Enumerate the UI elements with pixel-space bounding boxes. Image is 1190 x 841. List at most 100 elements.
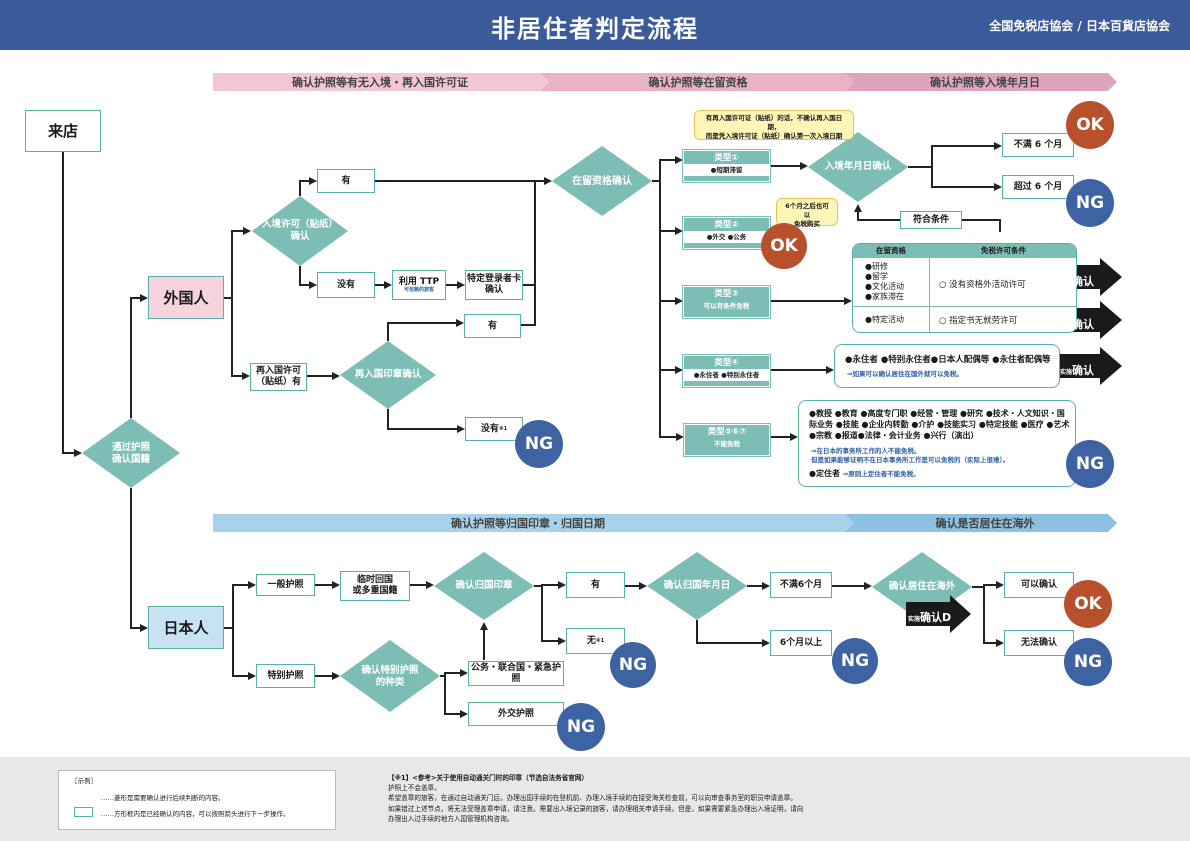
type3-sub: 可以有条件免税 xyxy=(684,299,769,310)
confirm-d-label: 确认D xyxy=(920,611,952,624)
type567-note1: ⇒在日本的事务所工作的人不能免税。 xyxy=(811,447,921,455)
status-item: ●家族滞在 xyxy=(865,292,904,301)
stage-banner-4 xyxy=(213,514,854,532)
check-nationality-label: 通过护照 确认国籍 xyxy=(111,441,150,465)
can-confirm-box: 可以确认 xyxy=(1004,572,1074,598)
status-item: ●文化活动 xyxy=(865,282,904,291)
stamp-none-box: 无※1 xyxy=(566,628,625,654)
ng-diplomatic: NG xyxy=(557,703,605,751)
stamp-none-label: 无 xyxy=(586,635,596,646)
confirm-impl-label: 实施 xyxy=(908,616,921,623)
stage-banner-5 xyxy=(845,514,1117,532)
footnote-line: 希望盖章的旅客，在通过自动通关门后，办理出国手续的在登机前、办理入境手续的在接受… xyxy=(388,794,797,803)
type2-sub: ●外交 ●公务 xyxy=(684,230,769,243)
type3-table: 在留资格 免税许可条件 ●研修 ●留学 ●文化活动 ●家族滞在 ○ 没有资格外活… xyxy=(852,243,1077,333)
confirm-b-label: 确认B xyxy=(1060,318,1095,350)
ttp-label: 利用 TTP xyxy=(398,276,440,287)
diamond-return-date xyxy=(647,552,747,620)
special-type-label: 确认特别护照 的种类 xyxy=(361,664,419,688)
type1-box: 类型①●短期滞留 xyxy=(682,149,771,183)
reentry-no-mark: ※1 xyxy=(498,426,508,432)
ng-over6: NG xyxy=(1066,179,1114,227)
permit-yes-box: 有 xyxy=(317,169,375,193)
type567-text: ●教授 ●教育 ●高度专门职 ●经营・管理 ●研究 ●技术・人文知识・国际业务 … xyxy=(809,409,1070,440)
status-item: ●研修 xyxy=(865,262,888,271)
type4-text: ●永住者 ●特别永住者●日本人配偶等 ●永住者配偶等 xyxy=(845,355,1051,365)
ttp-sub: 可信赖的旅客 xyxy=(403,287,434,294)
reentry-no-box: 没有※1 xyxy=(465,417,523,441)
ng-type567: NG xyxy=(1066,440,1114,488)
cannot-confirm-box: 无法确认 xyxy=(1004,630,1074,656)
legend-diamond-text: ……菱形是需要确认进行后续判断的内容。 xyxy=(101,794,225,802)
return-under6-box: 不满6个月 xyxy=(770,572,832,598)
type4-note: ⇒如果可以确认居住在国外就可以免税。 xyxy=(847,370,963,378)
type4-sub: ●永住者 ●特别永住者 xyxy=(684,368,769,381)
page-title: 非居住者判定流程 xyxy=(491,15,699,43)
confirm-impl-label: 实施 xyxy=(1060,323,1073,330)
general-passport-box: 一般护照 xyxy=(256,574,315,596)
entry-date-label: 入境年月日确认 xyxy=(824,160,892,172)
settled-label: ●定住者 xyxy=(809,469,840,478)
ok-residence: OK xyxy=(1064,580,1112,628)
footnote-line: 如果错过上述节点，将无法受理盖章申请，请注意。需要出入境记录的旅客，请办理相关申… xyxy=(388,804,804,813)
type567-card: ●教授 ●教育 ●高度专门职 ●经营・管理 ●研究 ●技术・人文知识・国际业务 … xyxy=(798,400,1076,487)
ng-residence: NG xyxy=(1064,638,1112,686)
type567-note3: ⇒原则上定住者不能免税。 xyxy=(842,470,920,478)
start-box: 来店 xyxy=(25,110,101,152)
over6-box: 超过 6 个月 xyxy=(1002,175,1074,199)
residence-label: 确认居住在海外 xyxy=(888,580,956,592)
type4-box: 类型④●永住者 ●特别永住者 xyxy=(682,354,771,388)
confirm-a-label: 确认A xyxy=(1060,275,1095,307)
note-reentry-date: 有再入国许可证（贴纸）的话，不确认再入国日期， 而是凭入境许可证（贴纸）确认第一… xyxy=(694,110,854,140)
diamond-check-nationality xyxy=(82,418,180,488)
reentry-stamp-label: 再入国印章确认 xyxy=(354,368,422,380)
ng-reentry: NG xyxy=(515,420,563,468)
table-row1-right: ○ 没有资格外活动许可 xyxy=(939,280,1026,290)
stage-label-4: 确认护照等归国印章・归国日期 xyxy=(451,516,605,530)
footnote-head: 【※1】<参考>关于使用自动通关门时的印章（节选自法务省官网） xyxy=(388,774,589,782)
entry-permit-label: 入境许可（贴纸） 确认 xyxy=(261,218,338,242)
table-header-condition: 免税许可条件 xyxy=(981,246,1026,255)
confirm-c-label: 确认C xyxy=(1060,364,1095,396)
type567-text2: ●定住者 ⇒原则上定住者不能免税。 xyxy=(809,468,920,479)
ok-type2: OK xyxy=(761,223,807,269)
type567-sub: 不能免税 xyxy=(685,437,769,448)
confirm-d-text: 实施确认D xyxy=(908,606,954,625)
type2-label: 类型② xyxy=(684,218,769,231)
header-bar: 非居住者判定流程 全国免税店協会 / 日本百貨店協会 xyxy=(0,0,1190,50)
type4-label: 类型④ xyxy=(684,356,769,369)
type1-sub: ●短期滞留 xyxy=(684,163,769,176)
legend-square-text: ……方形框内是已经确认的内容，可以按照箭头进行下一步操作。 xyxy=(101,810,290,818)
footnote: 【※1】<参考>关于使用自动通关门时的印章（节选自法务省官网） 护照上不会盖章。… xyxy=(388,773,1158,824)
foreigner-box: 外国人 xyxy=(148,276,224,319)
stage-label-1: 确认护照等有无入境・再入国许可证 xyxy=(292,75,468,89)
status-item: ●留学 xyxy=(865,272,888,281)
confirm-c-text: 实施确认C xyxy=(1060,359,1100,397)
stamp-none-mark: ※1 xyxy=(595,638,605,644)
confirm-b-text: 实施确认B xyxy=(1060,313,1100,351)
table-row2-left: ●特定活动 xyxy=(865,315,904,324)
reentry-no-label: 没有 xyxy=(480,423,499,434)
diamond-entry-date xyxy=(808,132,908,202)
stage-banner-2 xyxy=(540,73,854,91)
stage-banner-1 xyxy=(213,73,549,91)
return-over6-box: 6个月以上 xyxy=(770,630,832,656)
confirm-impl-label: 实施 xyxy=(1060,280,1073,287)
stamp-yes-box: 有 xyxy=(566,572,625,598)
legend-title: ［示例］ xyxy=(71,777,97,785)
type567-note2: 但是如果能够证明不在日本事务所工作是可以免税的（实际上很难）。 xyxy=(811,456,1010,464)
ttp-box: 利用 TTP 可信赖的旅客 xyxy=(392,270,446,300)
ok-under6: OK xyxy=(1066,101,1114,149)
reentry-box: 再入国许可 （贴纸）有 xyxy=(250,363,307,391)
diamond-entry-permit xyxy=(252,196,348,266)
legend-square xyxy=(74,807,93,817)
official-passport-box: 公务・联合国・紧急护照 xyxy=(468,661,564,686)
special-card-box: 特定登录者卡 确认 xyxy=(465,270,523,300)
return-date-label: 确认归国年月日 xyxy=(663,579,731,591)
temporary-return-box: 临时回国 或多重国籍 xyxy=(340,571,410,601)
diamond-return-stamp xyxy=(434,552,534,620)
japanese-box: 日本人 xyxy=(148,606,224,649)
org-name: 全国免税店協会 / 日本百貨店協会 xyxy=(989,19,1170,33)
